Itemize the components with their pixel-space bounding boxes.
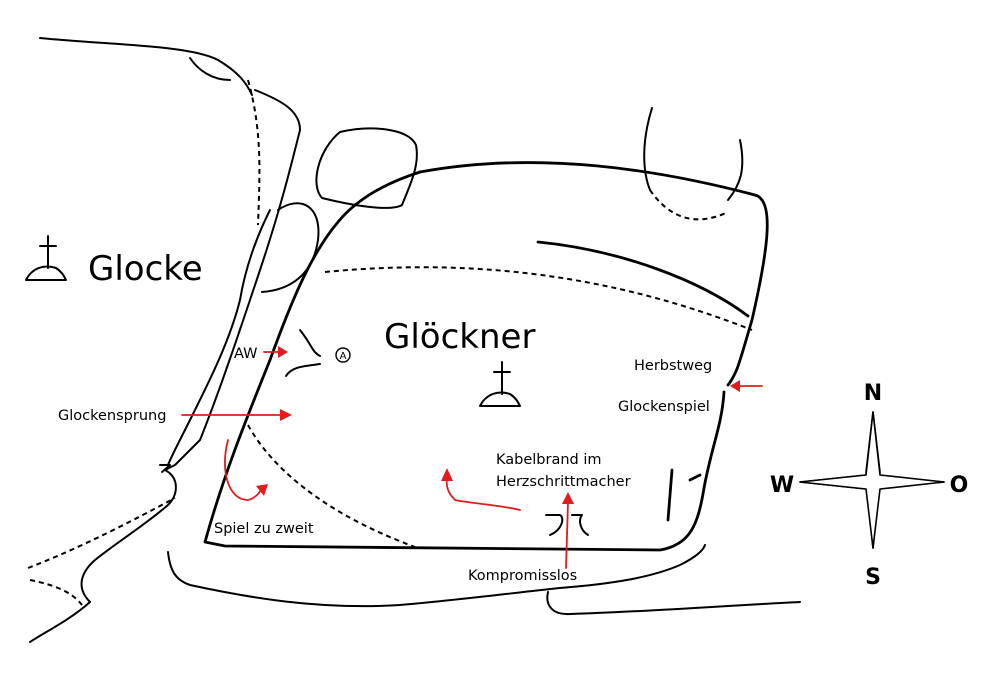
- route-label-aw: AW: [234, 346, 257, 362]
- terrain-outline: [167, 544, 801, 616]
- summit-cross-icon: [479, 361, 521, 407]
- peak-label-gloeckner: Glöckner: [384, 317, 535, 357]
- glocke-rock-outline: [27, 37, 320, 643]
- rock-feature: [299, 329, 321, 357]
- route-label-kabelbrand-1: Kabelbrand im: [496, 452, 602, 468]
- route-label-kabelbrand-2: Herzschrittmacher: [496, 474, 631, 490]
- compass-label-south: S: [865, 565, 881, 590]
- route-label-spiel-zu-zweit: Spiel zu zweit: [214, 521, 314, 537]
- rock-feature: [545, 514, 564, 536]
- svg-text:A: A: [340, 351, 347, 362]
- boulder-outline: [315, 127, 418, 209]
- route-label-glockenspiel: Glockenspiel: [618, 399, 710, 415]
- compass-label-north: N: [864, 381, 882, 406]
- summit-cross-icon: [25, 235, 67, 281]
- rock-feature: [571, 514, 589, 536]
- route-arrows: [181, 346, 763, 569]
- compass-label-east: O: [950, 473, 969, 498]
- gloeckner-rock-outline: [203, 107, 769, 552]
- route-label-kompromisslos: Kompromisslos: [468, 568, 577, 584]
- rock-feature: [285, 363, 321, 377]
- compass-label-west: W: [770, 473, 794, 498]
- compass-rose-icon: [799, 411, 945, 549]
- route-label-herbstweg: Herbstweg: [634, 358, 712, 374]
- peak-label-glocke: Glocke: [88, 249, 203, 289]
- route-label-glockensprung: Glockensprung: [58, 408, 166, 424]
- abseil-point-icon: A: [335, 347, 351, 363]
